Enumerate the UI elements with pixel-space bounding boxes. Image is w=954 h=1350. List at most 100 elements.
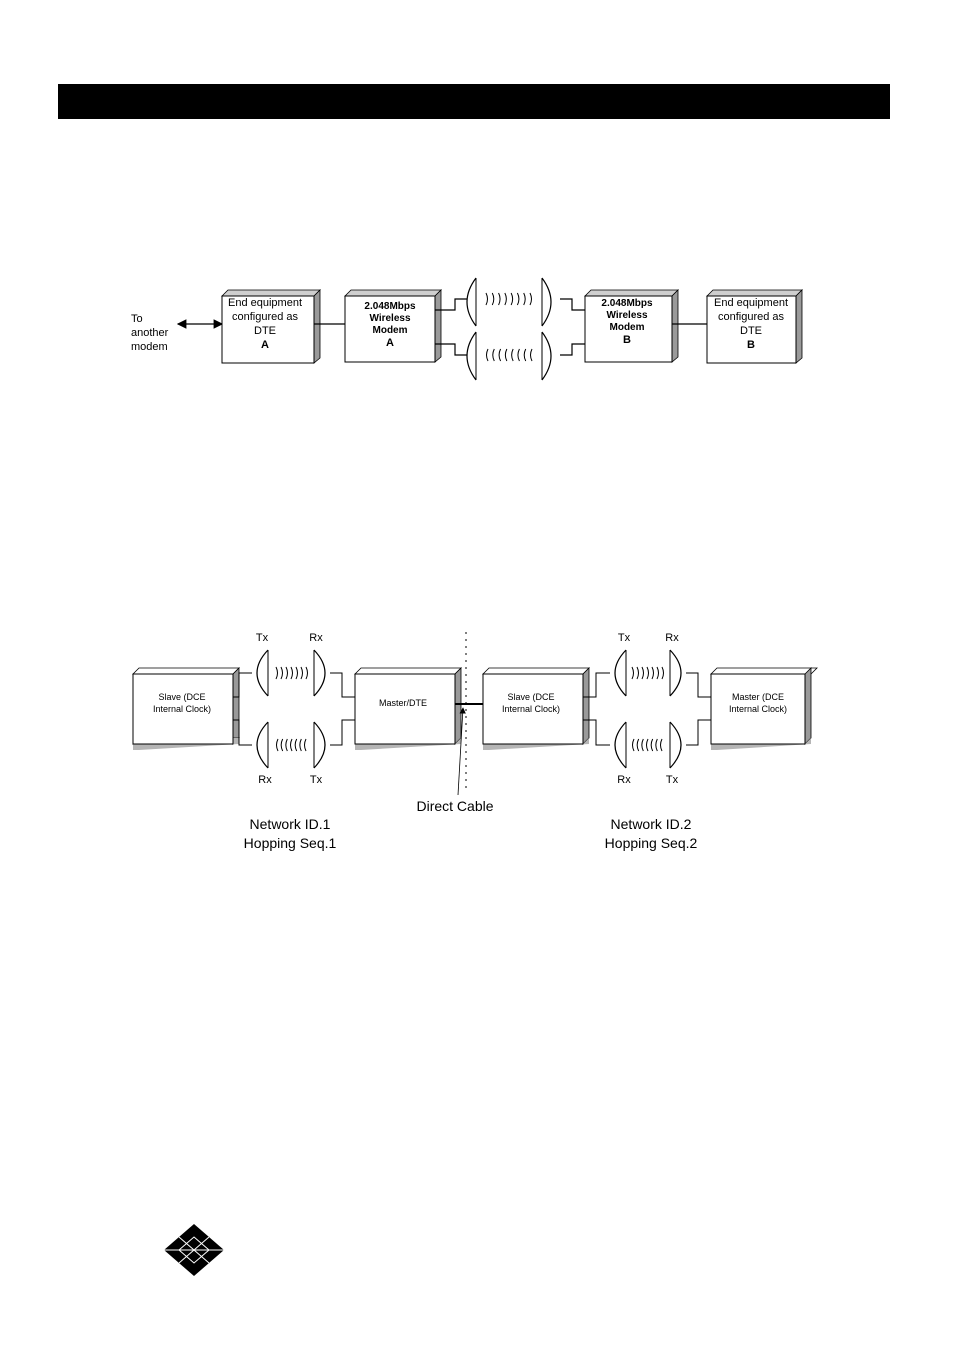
net2-antenna-rx-bottom <box>614 721 627 769</box>
wave-signal-b-to-a <box>486 348 533 362</box>
dte-b-line-1: End equipment <box>714 297 788 309</box>
modem-a-tag: A <box>386 337 394 349</box>
wave-arc <box>285 666 288 680</box>
net1-antenna-tx-top <box>256 649 269 697</box>
modem-a-line-3: Modem <box>373 325 408 336</box>
net2-master-box: Master (DCE Internal Clock) <box>710 667 818 750</box>
net2-hopping-seq: Hopping Seq.2 <box>605 835 698 851</box>
modem-b-tag: B <box>623 334 631 346</box>
wave-arc <box>290 738 293 752</box>
net1-wave-bottom <box>276 738 307 752</box>
wave-arc <box>646 738 649 752</box>
wave-arc <box>290 666 293 680</box>
header-bar <box>58 84 890 119</box>
wave-arc <box>300 666 303 680</box>
wave-arc <box>636 666 639 680</box>
wave-arc <box>280 666 283 680</box>
net1-antenna-rx-top <box>313 649 326 697</box>
net2-slave-box: Slave (DCE Internal Clock) <box>482 667 590 750</box>
net2-network-id: Network ID.2 <box>611 816 692 832</box>
antenna-a-top <box>466 277 477 327</box>
dte-b-line-2: configured as <box>718 311 785 323</box>
wave-arc <box>636 738 640 752</box>
wave-arc <box>275 666 278 680</box>
modem-b-line-2: Wireless <box>606 310 647 321</box>
dte-b-tag: B <box>747 339 755 351</box>
diagram-1: To another modem End equipment configure… <box>131 277 803 381</box>
wave-arc <box>523 292 526 306</box>
dte-a-tag: A <box>261 339 269 351</box>
wave-arc <box>510 292 514 306</box>
net2-wave-top <box>631 666 664 680</box>
antenna-a-bottom <box>466 331 477 381</box>
net2-tx-bottom: Tx <box>666 774 679 786</box>
dte-a-line-1: End equipment <box>228 297 302 309</box>
antenna-b-top <box>541 277 552 327</box>
net1-slave-line-2: Internal Clock) <box>153 704 211 714</box>
wave-arc <box>517 348 520 362</box>
wave-arc <box>523 348 527 362</box>
wave-arc <box>492 348 495 362</box>
wave-arc <box>650 738 654 752</box>
wave-arc <box>498 348 502 362</box>
left-label-line-2: another <box>131 327 169 339</box>
modem-b-line-1: 2.048Mbps <box>601 298 653 309</box>
wave-arc <box>530 348 533 362</box>
diamond-logo-icon <box>164 1224 224 1276</box>
net2-master-line-1: Master (DCE <box>732 692 784 702</box>
wave-arc <box>656 666 659 680</box>
wave-arc <box>304 738 307 752</box>
net2-antenna-tx-top <box>614 649 627 697</box>
direct-cable-pointer <box>457 707 466 796</box>
wave-arc <box>299 738 302 752</box>
diagram-2: Slave (DCE Internal Clock) Tx Rx Rx Tx M… <box>132 632 818 851</box>
dte-a-line-3: DTE <box>254 325 276 337</box>
wave-arc <box>486 348 489 362</box>
wave-arc <box>504 348 508 362</box>
net2-slave-line-2: Internal Clock) <box>502 704 560 714</box>
wave-arc <box>294 738 298 752</box>
wave-arc <box>641 738 644 752</box>
net2-antenna-rx-top <box>669 649 682 697</box>
net1-rx-bottom: Rx <box>258 774 272 786</box>
wave-arc <box>655 738 658 752</box>
wave-arc <box>498 292 501 306</box>
wave-arc <box>280 738 284 752</box>
wave-arc <box>295 666 298 680</box>
left-label-line-1: To <box>131 313 143 325</box>
net2-tx-top: Tx <box>618 632 631 644</box>
net1-network-id: Network ID.1 <box>250 816 331 832</box>
modem-a-box: 2.048Mbps Wireless Modem A <box>344 289 442 363</box>
net1-tx-bottom: Tx <box>310 774 323 786</box>
direct-cable-label: Direct Cable <box>416 798 493 814</box>
wave-arc <box>516 292 520 306</box>
wave-arc <box>285 738 288 752</box>
net2-master-line-2: Internal Clock) <box>729 704 787 714</box>
wave-arc <box>276 738 279 752</box>
net2-rx-bottom: Rx <box>617 774 631 786</box>
net1-wave-top <box>275 666 308 680</box>
net1-antenna-rx-bottom <box>256 721 269 769</box>
wave-arc <box>641 666 644 680</box>
dte-b-line-3: DTE <box>740 325 762 337</box>
wave-arc <box>660 738 663 752</box>
dte-a-line-2: configured as <box>232 311 299 323</box>
net1-tx-top: Tx <box>256 632 269 644</box>
wave-arc <box>632 738 635 752</box>
wave-arc <box>529 292 532 306</box>
net2-wave-bottom <box>632 738 663 752</box>
wave-arc <box>631 666 634 680</box>
net2-rx-top: Rx <box>665 632 679 644</box>
wave-arc <box>651 666 654 680</box>
dte-b-box: End equipment configured as DTE B <box>706 289 803 364</box>
wave-arc <box>511 348 514 362</box>
wave-signal-a-to-b <box>485 292 532 306</box>
net1-slave-line-1: Slave (DCE <box>158 692 205 702</box>
net1-master-box: Master/DTE <box>354 667 462 750</box>
modem-b-line-3: Modem <box>610 322 645 333</box>
wave-arc <box>491 292 495 306</box>
wave-arc <box>305 666 308 680</box>
net2-antenna-tx-bottom <box>669 721 682 769</box>
modem-b-box: 2.048Mbps Wireless Modem B <box>584 289 679 363</box>
